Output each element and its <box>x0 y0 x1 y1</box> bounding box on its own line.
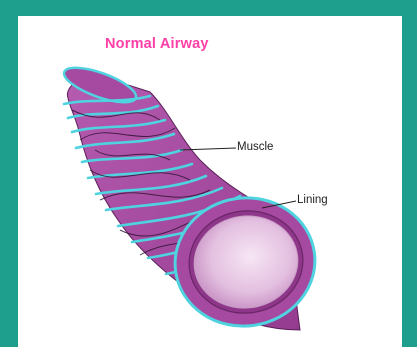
lining-label: Lining <box>297 194 328 206</box>
muscle-label: Muscle <box>237 141 273 153</box>
diagram-title: Normal Airway <box>105 36 209 52</box>
